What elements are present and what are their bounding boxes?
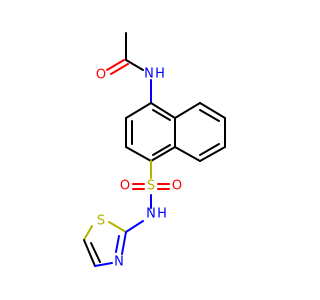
bond-c6-c5-inner: [199, 143, 220, 156]
atom-n-amide: N: [144, 67, 154, 82]
atom-n-thiazole: N: [114, 255, 124, 270]
bond-c3-c4: [125, 146, 152, 162]
bond-c8a-c1: [150, 102, 176, 119]
atom-s-thiazole: S: [97, 214, 105, 229]
atom-s-sulfonyl: S: [147, 179, 155, 194]
bond-c2-s1: [108, 221, 127, 233]
bond-n3-c2: [121, 231, 127, 255]
atom-h-sulfonamide: H: [157, 207, 167, 222]
molecule-structure: O N H S O O N H S N: [83, 32, 226, 270]
atom-o-sulfonyl-right: O: [172, 179, 182, 194]
acetyl-group: [106, 32, 144, 75]
atom-h-amide: H: [155, 67, 165, 82]
bond-c5-c4-inner: [90, 242, 101, 263]
bond-c1-c2: [125, 102, 152, 119]
bond-s1-c5: [83, 225, 93, 241]
bond-c4-c4a-inner: [152, 144, 171, 156]
atom-o-acetyl: O: [96, 68, 106, 83]
bond-c5-c4a: [174, 146, 201, 162]
bond-c8a-c8: [174, 102, 201, 119]
sulfonyl-group: [132, 160, 170, 209]
naphthalene-left-ring: [125, 102, 176, 162]
bond-c8-c7: [199, 102, 226, 119]
atom-n-sulfonamide: N: [146, 207, 156, 222]
bond-c8a-c1-inner: [152, 109, 171, 121]
bond-c8-c7-inner: [199, 109, 220, 122]
bond-n3-c2-inner: [115, 235, 120, 253]
bond-carbonyl-double-a: [106, 59, 125, 71]
bond-carbonyl-nh: [125, 59, 144, 71]
bond-c4-c4a: [150, 146, 176, 162]
atom-labels: O N H S O O N H S N: [96, 67, 182, 270]
naphthalene-right-ring: [174, 102, 226, 162]
bond-c4-n3: [94, 262, 113, 267]
bond-c6-c5: [199, 146, 226, 162]
bond-carbonyl-double-b: [110, 63, 129, 75]
thiazole-ring: [83, 221, 127, 267]
bond-c5-c4: [83, 239, 96, 267]
atom-o-sulfonyl-left: O: [120, 179, 130, 194]
bond-nh-thiazole: [125, 220, 144, 233]
